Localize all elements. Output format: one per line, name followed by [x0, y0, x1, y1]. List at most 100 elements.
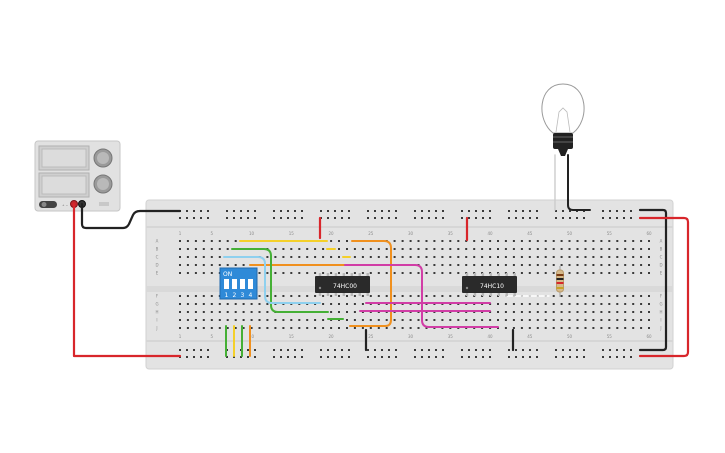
- column-number: 45: [527, 231, 533, 236]
- chip-pin: [481, 293, 485, 296]
- dip-number-2: 2: [233, 292, 237, 299]
- column-number: 60: [647, 334, 653, 339]
- chip-pin: [318, 273, 322, 276]
- chip-pin: [358, 293, 361, 296]
- red-wire-supply[interactable]: [72, 202, 182, 358]
- column-number: 10: [249, 231, 255, 236]
- row-letter: I: [660, 318, 661, 323]
- row-letter: A: [660, 239, 663, 244]
- black-wire-supply[interactable]: [80, 202, 182, 230]
- wires[interactable]: [72, 154, 690, 358]
- power-supply[interactable]: + −: [34, 140, 121, 212]
- chip-pin: [473, 273, 477, 276]
- column-number: 55: [607, 334, 613, 339]
- row-letter: F: [660, 294, 663, 299]
- dip-switch[interactable]: ON 1 2 3 4: [219, 267, 258, 300]
- chip-pin: [358, 273, 361, 276]
- row-letter: F: [156, 294, 159, 299]
- column-number: 5: [211, 231, 214, 236]
- column-number: 10: [249, 334, 255, 339]
- row-letter: D: [155, 263, 158, 268]
- chip-label: 74HC10: [480, 283, 504, 290]
- dip-toggle-1[interactable]: [224, 279, 229, 289]
- column-number: 5: [211, 334, 214, 339]
- green-wire-loop[interactable]: [231, 248, 329, 313]
- magenta-wire-long[interactable]: [344, 264, 499, 328]
- row-letter: B: [156, 247, 159, 252]
- chip-pin: [489, 273, 493, 276]
- row-letter: D: [659, 263, 662, 268]
- row-letter: H: [659, 310, 662, 315]
- bulb-lead-black[interactable]: [567, 154, 591, 211]
- column-number: 1: [179, 231, 182, 236]
- chip-label: 74HC00: [333, 283, 357, 290]
- chip-74hc00[interactable]: 74HC00: [315, 273, 370, 296]
- row-letter: C: [156, 255, 159, 260]
- column-number: 20: [329, 334, 335, 339]
- red-wire-right-rail[interactable]: [638, 216, 690, 358]
- chip-pin: [513, 273, 516, 276]
- dip-toggle-2[interactable]: [232, 279, 237, 289]
- row-letter: J: [155, 326, 157, 331]
- chip-pin: [497, 293, 500, 296]
- chip-pin: [342, 273, 346, 276]
- chip-pin: [481, 273, 485, 276]
- dip-toggle-3[interactable]: [240, 279, 245, 289]
- chip-pin: [326, 273, 330, 276]
- column-number: 25: [368, 231, 374, 236]
- chip-74hc10[interactable]: 74HC10: [462, 273, 517, 296]
- column-number: 20: [329, 231, 335, 236]
- chip-pin: [473, 293, 477, 296]
- chip-pin: [513, 293, 516, 296]
- chip-pin: [465, 293, 469, 296]
- chip-pin: [489, 293, 493, 296]
- column-number: 30: [408, 334, 414, 339]
- chip-pin: [334, 293, 338, 296]
- chip-pin: [505, 273, 508, 276]
- column-number: 35: [448, 334, 454, 339]
- chip-pin: [505, 293, 508, 296]
- orange-wire-right[interactable]: [349, 240, 392, 327]
- chip-pin: [334, 273, 338, 276]
- row-letter: G: [659, 302, 662, 307]
- row-letter: E: [660, 271, 663, 276]
- row-letter: B: [660, 247, 663, 252]
- chip-pin: [465, 273, 469, 276]
- column-number: 35: [448, 231, 454, 236]
- chip-pin: [366, 293, 369, 296]
- column-number: 40: [488, 334, 494, 339]
- chip-pin: [318, 293, 322, 296]
- column-number: 30: [408, 231, 414, 236]
- row-letter: E: [156, 271, 159, 276]
- chip-pin: [350, 293, 353, 296]
- chip-pin: [342, 293, 346, 296]
- column-number: 45: [527, 334, 533, 339]
- column-number: 60: [647, 231, 653, 236]
- row-letter: H: [155, 310, 158, 315]
- column-number: 55: [607, 231, 613, 236]
- resistor[interactable]: [556, 266, 564, 297]
- row-letter: C: [660, 255, 663, 260]
- column-number: 25: [368, 334, 374, 339]
- light-bulb[interactable]: [541, 83, 585, 156]
- row-letter: A: [156, 239, 159, 244]
- column-number: 50: [567, 231, 573, 236]
- dip-number-1: 1: [225, 292, 229, 299]
- chip-pin: [326, 293, 330, 296]
- black-wire-right-rail[interactable]: [638, 208, 668, 352]
- svg-text:+ −: + −: [62, 203, 68, 207]
- column-number: 15: [289, 334, 295, 339]
- chip-pin: [366, 273, 369, 276]
- dip-toggle-4[interactable]: [248, 279, 253, 289]
- column-number: 40: [488, 231, 494, 236]
- chip-pin: [350, 273, 353, 276]
- dip-number-3: 3: [241, 292, 245, 299]
- row-letter: G: [155, 302, 158, 307]
- dip-switch-on-label: ON: [223, 271, 232, 278]
- dip-number-4: 4: [249, 292, 253, 299]
- light-blue-wire[interactable]: [223, 256, 321, 304]
